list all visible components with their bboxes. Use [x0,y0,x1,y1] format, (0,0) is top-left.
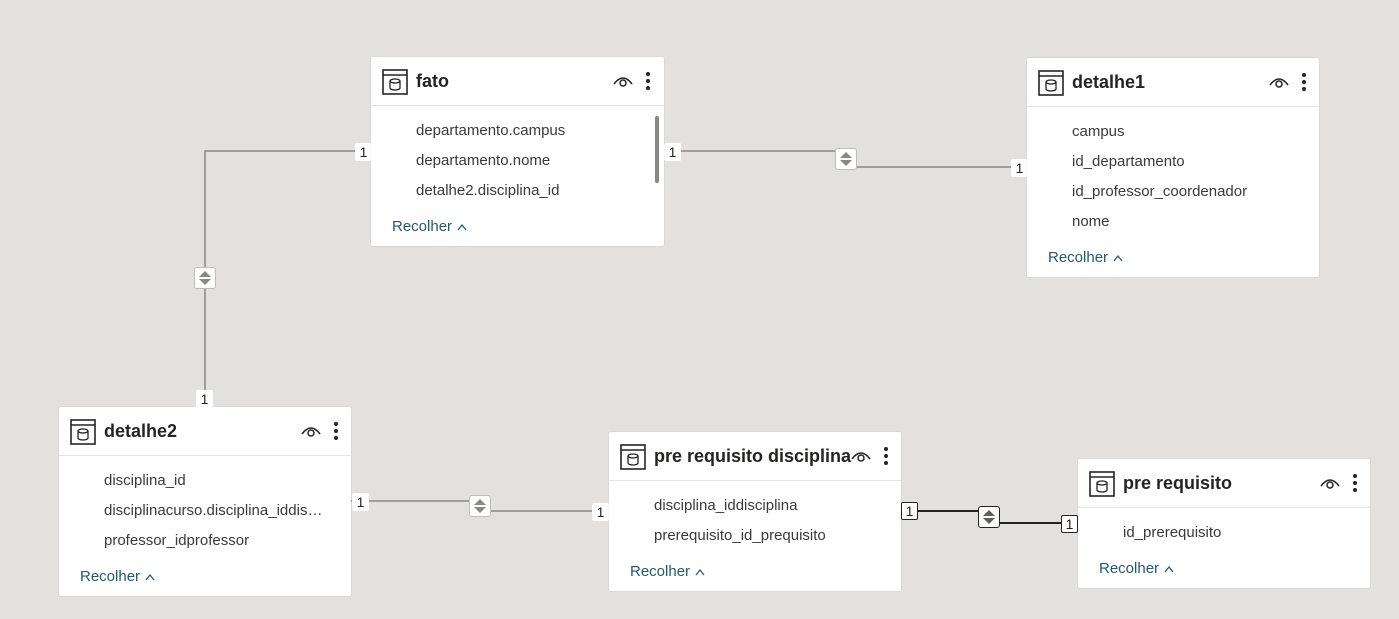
collapse-link[interactable]: Recolher [1099,560,1174,577]
field-list: disciplina_iddisciplina prerequisito_id_… [609,481,901,551]
table-icon [382,69,408,95]
cardinality-label: 1 [901,502,918,520]
field-list: departamento.campus departamento.nome de… [371,106,664,206]
table-icon [620,444,646,470]
cardinality-label: 1 [664,143,681,161]
more-options-icon[interactable] [1351,473,1359,493]
collapse-link[interactable]: Recolher [1048,249,1123,266]
field-item[interactable]: prerequisito_id_prequisito [654,527,826,544]
collapse-label: Recolher [392,218,453,235]
table-card-pre-requisito-disciplina[interactable]: pre requisito disciplina disciplina_iddi… [609,432,901,591]
field-item[interactable]: disciplina_iddisciplina [654,497,798,514]
chevron-up-icon [1164,565,1174,573]
collapse-link[interactable]: Recolher [630,563,705,580]
table-icon [1089,471,1115,497]
chevron-up-icon [145,573,155,581]
more-options-icon[interactable] [882,446,890,466]
table-icon [1038,70,1064,96]
cardinality-label: 1 [355,143,372,161]
cardinality-label: 1 [1011,159,1028,177]
collapse-label: Recolher [80,568,141,585]
field-item[interactable]: departamento.nome [416,152,551,169]
table-icon [70,419,96,445]
table-title: pre requisito [1123,473,1233,493]
eye-icon[interactable] [851,449,871,463]
field-item[interactable]: departamento.campus [416,122,566,139]
field-item[interactable]: professor_idprofessor [104,532,250,549]
table-header[interactable]: detalhe2 [59,407,351,456]
table-title: detalhe1 [1072,72,1146,92]
field-item[interactable]: detalhe2.disciplina_id [416,182,560,199]
relationship-line-fato-detalhe2[interactable] [204,150,371,407]
table-header[interactable]: detalhe1 [1027,58,1319,107]
collapse-label: Recolher [630,563,691,580]
table-card-fato[interactable]: fato departamento.campus departamento.no… [371,57,664,246]
cardinality-label: 1 [352,493,369,511]
cross-filter-both-directions-icon[interactable] [469,495,491,517]
eye-icon[interactable] [301,424,321,438]
more-options-icon[interactable] [644,71,652,91]
table-header[interactable]: fato [371,57,664,106]
table-title: pre requisito disciplina [654,446,852,466]
cardinality-label: 1 [592,503,609,521]
table-card-detalhe2[interactable]: detalhe2 disciplina_id disciplinacurso.d… [59,407,351,596]
cardinality-label: 1 [196,390,213,408]
field-item[interactable]: campus [1072,123,1125,140]
field-item[interactable]: nome [1072,213,1110,230]
more-options-icon[interactable] [1300,72,1308,92]
cardinality-label: 1 [1061,515,1078,533]
table-card-pre-requisito[interactable]: pre requisito id_prerequisito Recolher [1078,459,1370,588]
field-item[interactable]: disciplina_id [104,472,186,489]
eye-icon[interactable] [613,74,633,88]
field-item[interactable]: id_departamento [1072,153,1185,170]
collapse-link[interactable]: Recolher [80,568,155,585]
chevron-up-icon [457,223,467,231]
field-list: disciplina_id disciplinacurso.disciplina… [59,456,351,556]
more-options-icon[interactable] [332,421,340,441]
table-card-detalhe1[interactable]: detalhe1 campus id_departamento id_profe… [1027,58,1319,277]
table-header[interactable]: pre requisito [1078,459,1370,508]
collapse-label: Recolher [1048,249,1109,266]
collapse-link[interactable]: Recolher [392,218,467,235]
cross-filter-both-directions-icon[interactable] [978,506,1000,528]
field-list: id_prerequisito [1078,508,1370,548]
scrollbar[interactable] [655,116,659,183]
eye-icon[interactable] [1320,476,1340,490]
chevron-up-icon [1113,254,1123,262]
table-title: fato [416,71,449,91]
cross-filter-both-directions-icon[interactable] [194,267,216,289]
table-header[interactable]: pre requisito disciplina [609,432,901,481]
field-item[interactable]: disciplinacurso.disciplina_iddisciplina [104,502,329,519]
field-list: campus id_departamento id_professor_coor… [1027,107,1319,237]
field-item[interactable]: id_professor_coordenador [1072,183,1248,200]
eye-icon[interactable] [1269,75,1289,89]
cross-filter-both-directions-icon[interactable] [835,148,857,170]
collapse-label: Recolher [1099,560,1160,577]
chevron-up-icon [695,568,705,576]
table-title: detalhe2 [104,421,178,441]
field-item[interactable]: id_prerequisito [1123,524,1222,541]
